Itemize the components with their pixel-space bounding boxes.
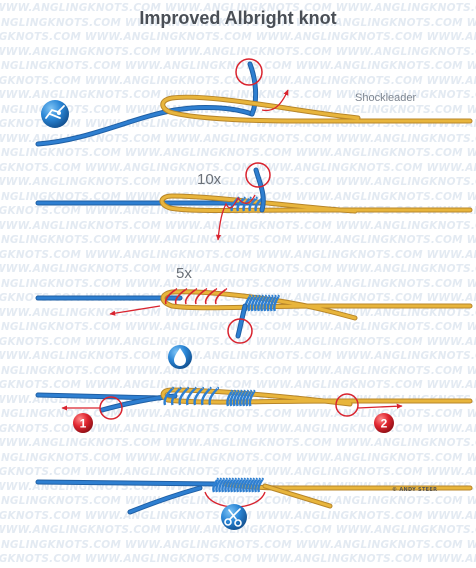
wrap-coil xyxy=(218,477,225,493)
wrap-coil xyxy=(215,477,222,493)
step-5 xyxy=(35,477,473,530)
step-3 xyxy=(35,288,473,369)
wraps-count-step3: 5x xyxy=(176,265,192,282)
wrap-coil xyxy=(229,389,237,407)
wrap-coil xyxy=(239,389,246,407)
fly-icon xyxy=(41,100,69,128)
wrap-coil xyxy=(260,294,268,312)
wrap-coil xyxy=(184,288,198,305)
wrap-coil xyxy=(254,477,261,493)
wrap-coil xyxy=(164,288,178,305)
highlight-circle xyxy=(235,58,263,86)
step-1 xyxy=(35,58,473,147)
wrap-coil xyxy=(178,386,190,406)
wrap-coil xyxy=(235,389,243,407)
marker-2-icon xyxy=(374,413,394,433)
wrap-coil xyxy=(245,477,252,493)
wrap-coil xyxy=(185,386,197,406)
marker-2-label: 2 xyxy=(381,417,388,431)
step-2 xyxy=(35,162,473,241)
wrap-coil xyxy=(242,389,250,407)
wrap-coil xyxy=(212,477,219,493)
wrap-coil xyxy=(226,389,234,407)
scissors-icon xyxy=(221,504,247,530)
wrap-coil xyxy=(251,477,258,493)
wrap-coil xyxy=(253,294,261,312)
wrap-coil xyxy=(245,389,253,407)
wrap-coil xyxy=(170,386,182,406)
wrap-coil xyxy=(193,386,205,406)
wrap-coil xyxy=(242,196,252,212)
wrap-coil xyxy=(269,294,277,312)
wrap-coil xyxy=(227,477,234,493)
marker-1-icon xyxy=(73,413,93,433)
highlight-circle xyxy=(335,393,359,417)
wrap-coil xyxy=(208,386,220,406)
wrap-coil xyxy=(232,389,240,407)
wrap-coil xyxy=(194,288,208,305)
wrap-coil xyxy=(239,477,246,493)
shockleader-label: Shockleader xyxy=(355,92,416,104)
wrap-coil xyxy=(257,294,264,312)
wrap-coil xyxy=(273,294,280,312)
wrap-coil xyxy=(200,386,212,406)
water-drop-icon xyxy=(168,345,192,369)
wrap-coil xyxy=(163,386,175,406)
wrap-coil xyxy=(174,288,188,305)
wraps-count-step2: 10x xyxy=(197,171,222,188)
highlight-circle xyxy=(245,162,271,188)
wrap-coil xyxy=(230,477,237,493)
wrap-coil xyxy=(248,196,258,212)
wrap-coil xyxy=(224,477,231,493)
step-4 xyxy=(35,386,473,433)
wrap-coil xyxy=(221,477,228,493)
wrap-coil xyxy=(263,294,271,312)
copyright-label: © ANDY STEER xyxy=(392,487,438,493)
wrap-coil xyxy=(247,294,255,312)
highlight-circle xyxy=(227,318,253,344)
wrap-coil xyxy=(248,389,256,407)
wrap-coil xyxy=(257,477,264,493)
marker-1-label: 1 xyxy=(80,417,87,431)
wrap-coil xyxy=(242,477,249,493)
wrap-coil xyxy=(214,288,228,305)
wrap-coil xyxy=(266,294,274,312)
page-title: Improved Albright knot xyxy=(139,8,337,28)
wrap-coil xyxy=(204,288,218,305)
wrap-coil xyxy=(250,294,258,312)
wrap-coil xyxy=(233,477,240,493)
wrap-coil xyxy=(248,477,255,493)
wrap-coil xyxy=(236,477,243,493)
